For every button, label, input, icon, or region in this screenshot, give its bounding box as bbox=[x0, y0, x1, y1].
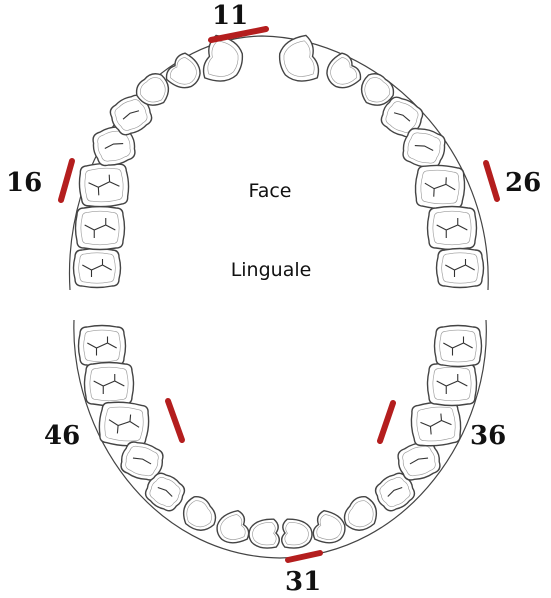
upper-tooth-7 bbox=[163, 51, 206, 95]
upper-dental-arch bbox=[69, 34, 488, 290]
upper-tooth-8 bbox=[201, 34, 247, 86]
tooth-number-31: 31 bbox=[285, 567, 321, 597]
lower-tooth-7 bbox=[213, 509, 251, 547]
lower-tooth-10 bbox=[311, 509, 349, 547]
upper-tooth-14 bbox=[414, 164, 465, 210]
lower-tooth-3 bbox=[98, 400, 151, 447]
upper-tooth-15 bbox=[428, 207, 477, 250]
tooth-number-16: 16 bbox=[6, 168, 42, 198]
upper-tooth-1 bbox=[74, 249, 121, 288]
upper-tooth-2 bbox=[76, 207, 125, 250]
lower-dental-arch bbox=[74, 320, 486, 558]
marker-bar-46 bbox=[168, 401, 182, 440]
lower-tooth-14 bbox=[410, 400, 463, 447]
tooth-number-46: 46 bbox=[44, 421, 80, 451]
lower-tooth-2 bbox=[85, 363, 134, 406]
label-linguale: Linguale bbox=[231, 259, 312, 281]
marker-bar-26 bbox=[486, 163, 497, 199]
lower-tooth-1 bbox=[79, 326, 126, 367]
label-face: Face bbox=[249, 180, 292, 202]
upper-tooth-10 bbox=[321, 51, 364, 95]
marker-bar-36 bbox=[380, 403, 393, 441]
lower-tooth-8 bbox=[248, 518, 280, 549]
tooth-number-36: 36 bbox=[470, 421, 506, 451]
lower-tooth-15 bbox=[428, 363, 477, 406]
tooth-number-26: 26 bbox=[505, 168, 541, 198]
marker-bar-16 bbox=[61, 161, 72, 200]
upper-tooth-9 bbox=[275, 34, 321, 86]
upper-tooth-3 bbox=[78, 162, 129, 208]
upper-tooth-16 bbox=[437, 249, 484, 288]
lower-tooth-16 bbox=[435, 326, 482, 367]
tooth-number-11: 11 bbox=[212, 1, 248, 31]
lower-tooth-9 bbox=[281, 518, 313, 549]
marker-bar-31 bbox=[288, 553, 320, 560]
